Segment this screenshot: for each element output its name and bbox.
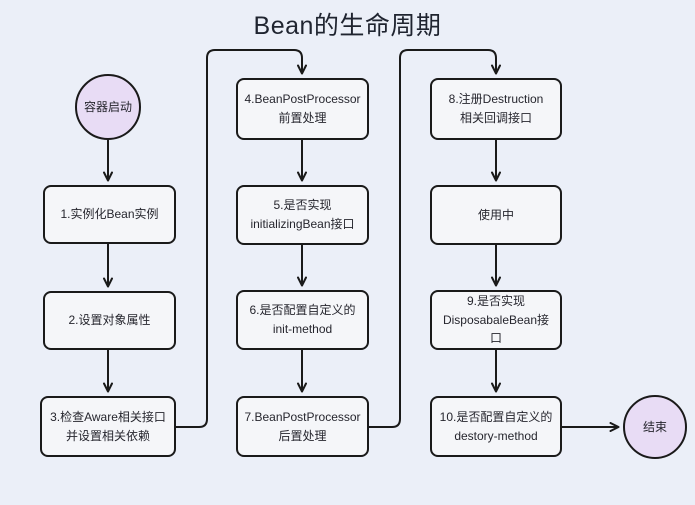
node-label-line1: 3.检查Aware相关接口	[50, 409, 166, 424]
node-label-line1: 10.是否配置自定义的	[439, 409, 553, 424]
node-label-line1: 5.是否实现	[273, 198, 332, 213]
node-label-line2: 相关回调接口	[459, 111, 532, 125]
node-label-line1: 7.BeanPostProcessor	[244, 409, 361, 424]
node-label-line2: 并设置相关依赖	[65, 428, 150, 443]
node-step7-beanpostprocessor-after: 7.BeanPostProcessor 后置处理	[236, 396, 369, 457]
node-label-line1: 4.BeanPostProcessor	[244, 92, 361, 107]
node-label-line1: 9.是否实现	[466, 294, 525, 309]
node-container-start: 容器启动	[75, 74, 141, 140]
node-step10-destroy-method: 10.是否配置自定义的 destory-method	[430, 396, 562, 457]
node-label: 2.设置对象属性	[68, 313, 151, 328]
node-step1-instantiate-bean: 1.实例化Bean实例	[43, 185, 176, 244]
diagram-title: Bean的生命周期	[253, 12, 442, 40]
node-label: 容器启动	[83, 99, 132, 114]
node-label-line2: 后置处理	[278, 428, 327, 443]
node-in-use: 使用中	[430, 185, 562, 245]
node-label: 结束	[642, 419, 667, 434]
node-step8-register-destruction: 8.注册Destruction 相关回调接口	[430, 78, 562, 140]
node-step4-beanpostprocessor-before: 4.BeanPostProcessor 前置处理	[236, 78, 369, 140]
arrow-step3-to-step4	[176, 49, 307, 428]
node-label-line1: 6.是否配置自定义的	[249, 303, 356, 318]
node-label-line1: 8.注册Destruction	[448, 92, 544, 107]
node-label: 1.实例化Bean实例	[60, 207, 159, 222]
node-step3-check-aware: 3.检查Aware相关接口 并设置相关依赖	[40, 396, 176, 457]
node-label-line2: initializingBean接口	[250, 217, 355, 231]
node-label: 使用中	[477, 207, 514, 222]
node-step9-disposablebean: 9.是否实现 DisposabaleBean接口	[430, 290, 562, 350]
node-step2-set-properties: 2.设置对象属性	[43, 291, 176, 350]
node-label-line2: 前置处理	[278, 111, 327, 125]
node-label-line2: DisposabaleBean接口	[442, 312, 550, 346]
arrow-step7-to-step8	[369, 49, 501, 428]
node-end: 结束	[623, 395, 687, 459]
node-label-line2: destory-method	[454, 428, 538, 443]
node-label-line2: init-method	[272, 322, 333, 336]
node-step5-initializingbean: 5.是否实现 initializingBean接口	[236, 185, 369, 245]
node-step6-init-method: 6.是否配置自定义的 init-method	[236, 290, 369, 350]
